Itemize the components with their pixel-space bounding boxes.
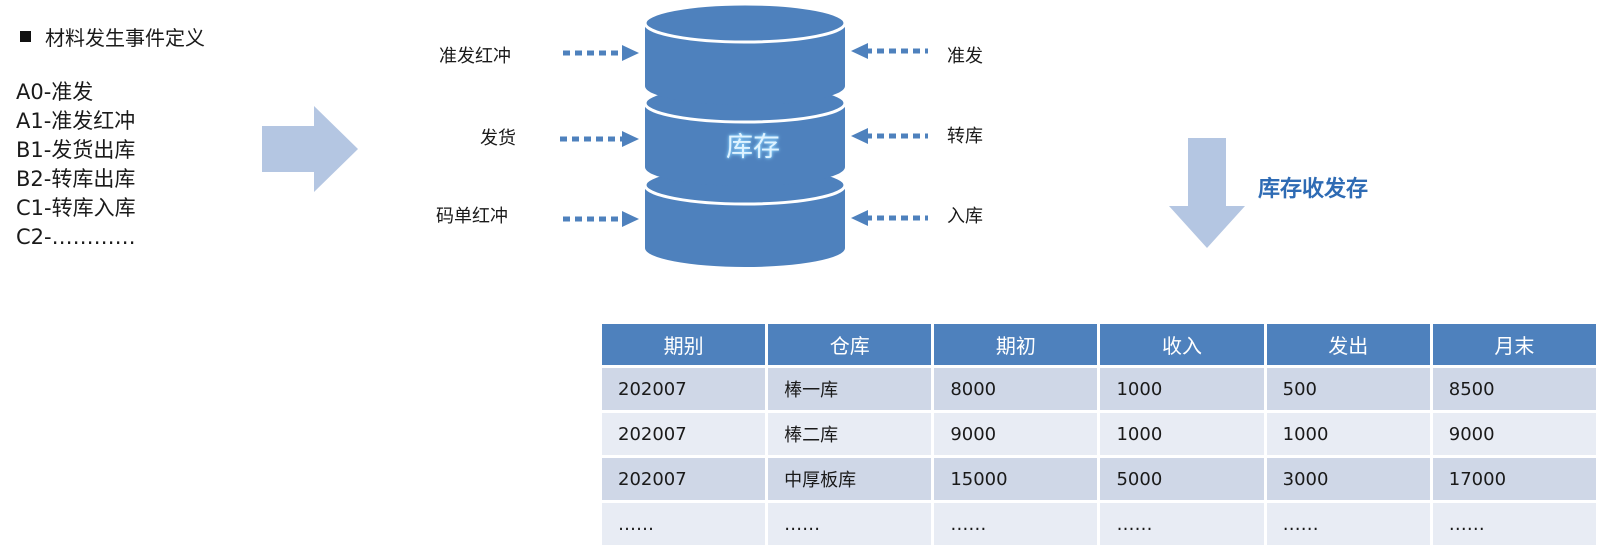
- summary-title: 库存收发存: [1258, 177, 1369, 202]
- table-row: …… …… …… …… …… ……: [602, 503, 1596, 545]
- table-cell: 中厚板库: [768, 458, 932, 500]
- table-header-row: 期别 仓库 期初 收入 发出 月末: [602, 324, 1596, 365]
- table-cell: ……: [1432, 503, 1596, 545]
- event-item: B1-发货出库: [16, 138, 136, 162]
- table-cell: 17000: [1432, 458, 1596, 500]
- column-header: 期初: [934, 324, 1098, 365]
- square-bullet-icon: [20, 31, 31, 42]
- database-cylinder-icon: [643, 2, 847, 267]
- table-cell: ……: [1100, 503, 1264, 545]
- inflow-label: 发货: [480, 128, 516, 149]
- table-cell: 1000: [1100, 368, 1264, 410]
- dotted-arrow-icon: [560, 131, 639, 147]
- events-heading-text: 材料发生事件定义: [45, 26, 205, 50]
- table-cell: ……: [1266, 503, 1430, 545]
- table-cell: 8000: [934, 368, 1098, 410]
- table-cell: 9000: [1432, 413, 1596, 455]
- column-header: 月末: [1432, 324, 1596, 365]
- inflow-label: 准发: [947, 46, 983, 67]
- table-cell: 棒二库: [768, 413, 932, 455]
- table-cell: 1000: [1100, 413, 1264, 455]
- inflow-label: 准发红冲: [439, 46, 511, 67]
- event-item: C2-…………: [16, 225, 136, 249]
- table-cell: ……: [934, 503, 1098, 545]
- table-cell: 202007: [602, 413, 766, 455]
- column-header: 仓库: [768, 324, 932, 365]
- column-header: 收入: [1100, 324, 1264, 365]
- table-cell: 3000: [1266, 458, 1430, 500]
- inventory-table: 期别 仓库 期初 收入 发出 月末 202007 棒一库 8000 1000 5…: [599, 321, 1599, 548]
- database-label: 库存: [726, 132, 780, 163]
- inflow-label: 转库: [947, 126, 983, 147]
- dotted-arrow-icon: [851, 210, 928, 226]
- down-arrow-icon: [1169, 138, 1245, 248]
- table-cell: 15000: [934, 458, 1098, 500]
- dotted-arrow-icon: [563, 45, 639, 61]
- table-cell: 202007: [602, 458, 766, 500]
- dotted-arrow-icon: [851, 128, 928, 144]
- event-list: A0-准发 A1-准发红冲 B1-发货出库 B2-转库出库 C1-转库入库 C2…: [16, 78, 136, 252]
- event-item: B2-转库出库: [16, 167, 136, 191]
- table-row: 202007 棒二库 9000 1000 1000 9000: [602, 413, 1596, 455]
- table-cell: 202007: [602, 368, 766, 410]
- table-cell: 8500: [1432, 368, 1596, 410]
- right-arrow-icon: [262, 106, 358, 192]
- event-item: C1-转库入库: [16, 196, 136, 220]
- events-heading: 材料发生事件定义: [20, 22, 205, 51]
- table-cell: 500: [1266, 368, 1430, 410]
- inflow-label: 入库: [947, 206, 983, 227]
- table-cell: ……: [602, 503, 766, 545]
- dotted-arrow-icon: [563, 211, 639, 227]
- table-cell: ……: [768, 503, 932, 545]
- table-cell: 1000: [1266, 413, 1430, 455]
- table-row: 202007 中厚板库 15000 5000 3000 17000: [602, 458, 1596, 500]
- inflow-label: 码单红冲: [436, 206, 508, 227]
- event-item: A1-准发红冲: [16, 109, 136, 133]
- column-header: 发出: [1266, 324, 1430, 365]
- table-row: 202007 棒一库 8000 1000 500 8500: [602, 368, 1596, 410]
- table-cell: 5000: [1100, 458, 1264, 500]
- column-header: 期别: [602, 324, 766, 365]
- table-cell: 棒一库: [768, 368, 932, 410]
- dotted-arrow-icon: [851, 43, 928, 59]
- table-cell: 9000: [934, 413, 1098, 455]
- event-item: A0-准发: [16, 80, 94, 104]
